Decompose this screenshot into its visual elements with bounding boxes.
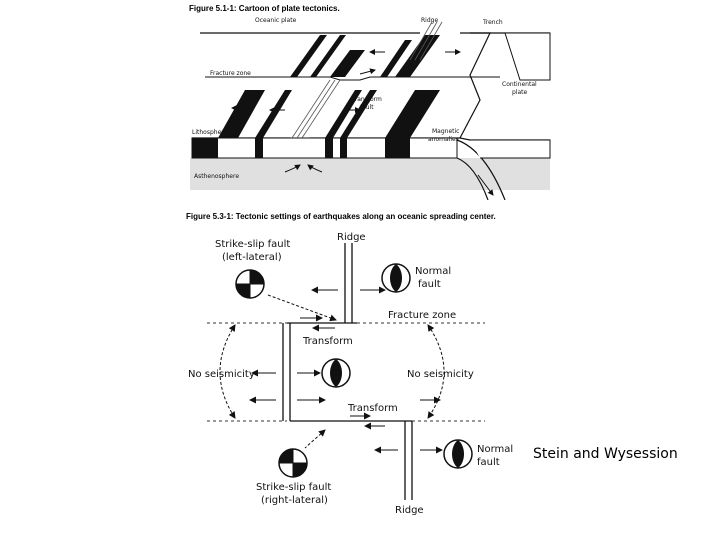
trench-edge [459,32,491,139]
plate-tectonics-cartoon: Oceanic plate Ridge Trench Fracture zone… [190,17,551,200]
label-normal-fault-bottom-line2: fault [477,457,500,468]
label-oceanic-plate: Oceanic plate [255,17,297,24]
fracture-zone-line [205,76,500,81]
continental-plate [504,32,551,81]
label-no-seismicity-left: No seismicity [188,369,255,380]
focal-mechanism-normal-bottom [443,439,473,469]
slab-black-band [340,138,347,158]
label-transform-top: Transform [302,336,353,347]
label-continental-plate-line1: Continental [502,81,537,88]
label-ridge-top: Ridge [337,232,366,243]
magnetic-stripe [325,90,362,138]
label-strike-slip-right-line1: Strike-slip fault [256,482,331,493]
transform-ridge-axis [291,79,341,139]
focal-mechanism-strike-slip-right [278,448,308,478]
label-fracture-zone: Fracture zone [210,70,251,77]
focal-mechanism-normal-middle [321,358,351,388]
figure2-title: Figure 5.3-1: Tectonic settings of earth… [186,212,496,221]
magnetic-stripe [340,90,377,138]
subducting-slab-bottom [456,157,489,200]
label-normal-fault-bottom-line1: Normal [477,444,513,455]
label-strike-slip-left-line1: Strike-slip fault [215,239,290,250]
magnetic-stripe [385,90,440,138]
label-lithosphere: Lithosphere [192,129,228,136]
asthenosphere-flow-arrow [307,164,323,173]
label-fracture-zone: Fracture zone [388,310,456,321]
label-no-seismicity-right: No seismicity [407,369,474,380]
slab-black-band [385,138,410,158]
label-ridge: Ridge [421,17,438,24]
label-transform-fault-line1: Transform [351,96,382,103]
credit-text: Stein and Wysession [533,446,678,462]
continental-plate-front [470,139,551,159]
label-strike-slip-left-line2: (left-lateral) [222,252,282,263]
pointer-strike-slip-right [304,429,326,449]
magnetic-stripe [310,35,346,77]
label-ridge-bottom: Ridge [395,505,424,516]
label-trench: Trench [482,19,503,26]
label-transform-fault-line2: fault [360,104,374,111]
label-normal-fault-top-line2: fault [418,279,441,290]
focal-mechanism-normal-top [381,263,411,293]
label-continental-plate-line2: plate [512,89,528,96]
label-asthenosphere: Asthenosphere [194,173,239,180]
pointer-strike-slip-left [267,294,337,322]
label-magnetic-anomalies-line2: anomalies [428,136,459,143]
pointer-no-seismicity-right [427,324,445,419]
lithosphere-slab [191,137,458,159]
magnetic-stripe [218,90,265,138]
subducting-slab-top [456,139,506,200]
figure1-title: Figure 5.1-1: Cartoon of plate tectonics… [189,4,340,13]
magnetic-stripe [330,50,365,77]
asthenosphere-layer [190,158,550,190]
subduction-arrow [477,174,494,196]
magnetic-stripe [255,90,292,138]
magnetic-stripe [290,35,327,77]
slab-black-band [192,138,218,158]
ridge-axis [409,21,443,61]
label-magnetic-anomalies-line1: Magnetic [432,128,459,135]
label-normal-fault-top-line1: Normal [415,266,451,277]
label-strike-slip-right-line2: (right-lateral) [261,495,328,506]
pointer-no-seismicity-left [219,324,236,419]
slab-black-band [255,138,263,158]
magnetic-stripe [380,40,412,77]
slab-black-band [325,138,333,158]
focal-mechanism-strike-slip-left [235,269,265,299]
label-transform-bottom: Transform [347,403,398,414]
plate-motion-arrow [359,68,376,75]
asthenosphere-flow-arrow [284,164,301,173]
